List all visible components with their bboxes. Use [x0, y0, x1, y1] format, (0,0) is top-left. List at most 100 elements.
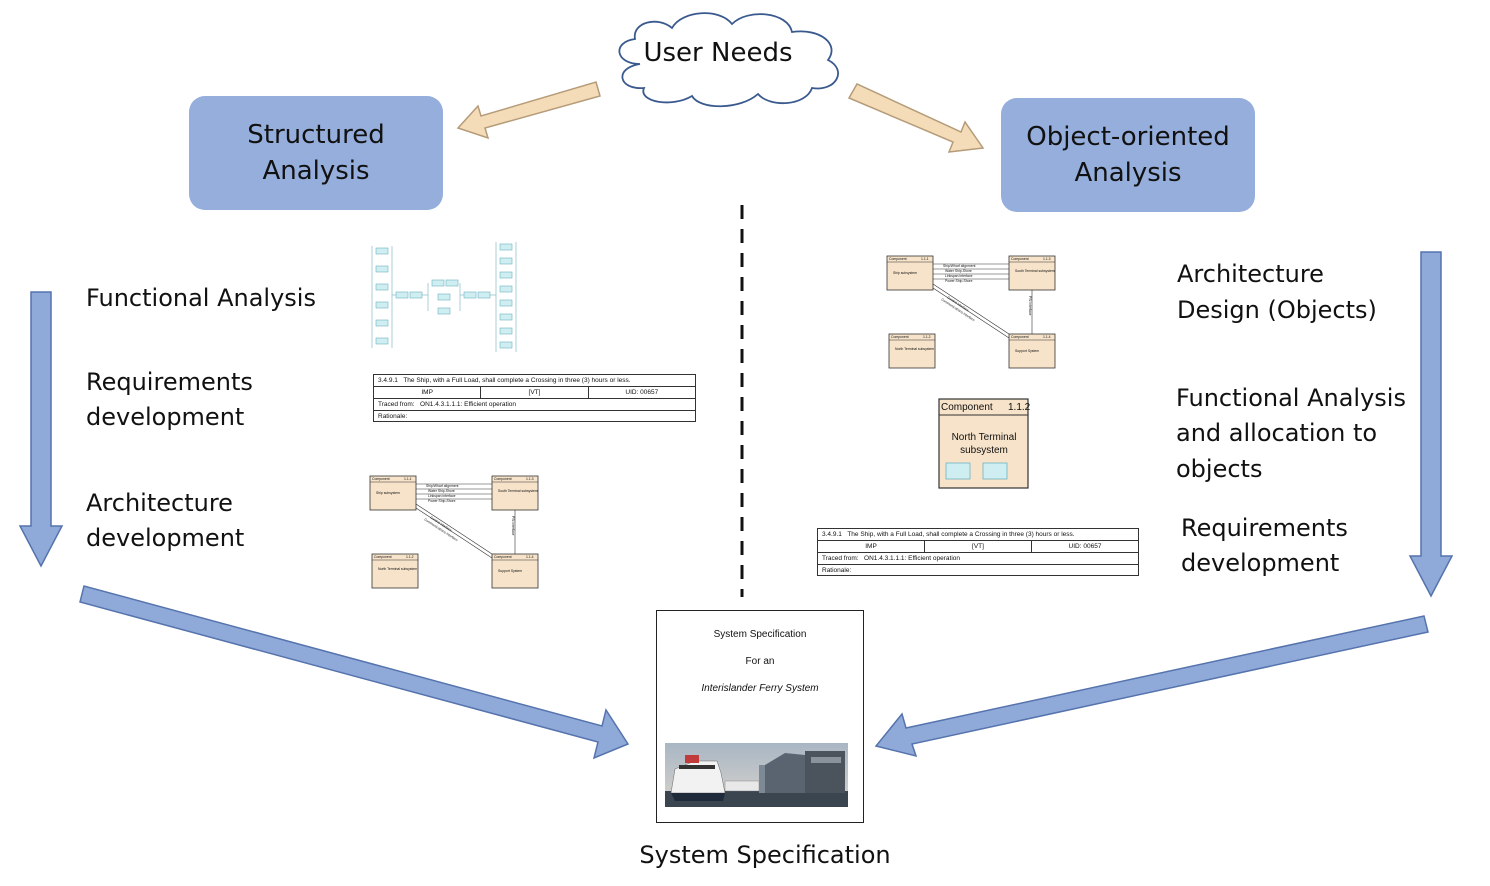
cd-r-north: North Terminal subsystem — [895, 347, 934, 351]
req-id: 3.4.9.1 — [378, 377, 398, 384]
cd-r-if-3: Linkspan interface — [945, 274, 973, 278]
req-uid: UID: 00657 — [587, 387, 695, 398]
right-functional-line3: objects — [1176, 455, 1263, 483]
req-r-verification: [VT] — [924, 541, 1031, 552]
component-card-north-terminal: Component 1.1.2 North Terminal subsystem — [938, 398, 1031, 489]
card-name-1: North Terminal — [952, 432, 1017, 443]
cd-l-if-2: Water Ship-Shore — [428, 489, 455, 493]
req-r-row-attrs: IMP [VT] UID: 00657 — [818, 541, 1138, 553]
left-down-arrow — [18, 291, 64, 568]
cd-r-id-1: 1.1.1 — [921, 257, 929, 261]
req-r-priority: IMP — [865, 543, 877, 550]
cd-l-id-1: 1.1.1 — [404, 477, 412, 481]
cd-l-support: Support System — [498, 569, 522, 573]
cd-r-if-1: Ship/Wharf alignment — [943, 264, 975, 268]
req-row-traced: Traced from: ON1.4.3.1.1.1: Efficient op… — [374, 399, 695, 411]
cd-r-ship: Ship subsystem — [893, 271, 917, 275]
right-architecture-line2: Design (Objects) — [1177, 296, 1377, 324]
right-functional-line2: and allocation to — [1176, 419, 1378, 447]
req-r-traced-label: Traced from: — [822, 555, 859, 562]
req-row-rationale: Rationale: — [374, 411, 695, 422]
cd-r-ship-word: Component — [889, 257, 907, 261]
req-r-text: The Ship, with a Full Load, shall comple… — [847, 531, 1075, 538]
object-oriented-analysis-box: Object-oriented Analysis — [1001, 98, 1255, 212]
cd-r-if-2: Water Ship-Shore — [945, 269, 972, 273]
cd-l-id-2: 1.1.3 — [526, 477, 534, 481]
req-r-traced-value: ON1.4.3.1.1.1: Efficient operation — [864, 555, 961, 562]
cd-r-south-word: Component — [1011, 257, 1029, 261]
left-functional-analysis: Functional Analysis — [86, 284, 316, 312]
user-needs-cloud — [618, 12, 839, 108]
system-specification-document: System Specification For an Interislande… — [656, 610, 864, 823]
right-diagonal-arrow — [874, 615, 1429, 758]
component-diagram-right: Component Component Component Component … — [886, 255, 1056, 369]
right-requirements-line2: development — [1181, 549, 1340, 577]
structured-analysis-box: Structured Analysis — [189, 96, 443, 210]
right-requirements-line1: Requirements — [1181, 514, 1348, 542]
doc-ferry-system: Interislander Ferry System — [701, 683, 819, 694]
doc-title: System Specification — [713, 629, 807, 640]
right-functional-line1: Functional Analysis — [1176, 384, 1406, 412]
cd-l-if-3: Linkspan interface — [428, 494, 456, 498]
req-r-rationale: Rationale: — [822, 567, 852, 574]
object-oriented-line1: Object-oriented — [1026, 122, 1230, 152]
object-oriented-line2: Analysis — [1074, 158, 1182, 188]
cd-r-id-2: 1.1.3 — [1043, 257, 1051, 261]
card-id: 1.1.2 — [1008, 402, 1031, 413]
system-specification-label: System Specification — [639, 841, 891, 869]
req-priority: IMP — [421, 389, 433, 396]
left-diagonal-arrow — [79, 585, 630, 760]
cd-r-id-3: 1.1.2 — [923, 335, 931, 339]
cd-l-diag-3: PSI interface — [511, 516, 515, 536]
requirement-table-left: 3.4.9.1 The Ship, with a Full Load, shal… — [373, 374, 696, 422]
doc-for-an: For an — [745, 656, 775, 667]
cd-r-if-4: Power Ship-Shore — [945, 279, 973, 283]
requirement-table-right: 3.4.9.1 The Ship, with a Full Load, shal… — [817, 528, 1139, 576]
req-text: The Ship, with a Full Load, shall comple… — [403, 377, 631, 384]
req-traced-value: ON1.4.3.1.1.1: Efficient operation — [420, 401, 517, 408]
req-traced-label: Traced from: — [378, 401, 415, 408]
cd-r-id-4: 1.1.4 — [1043, 335, 1051, 339]
cd-l-south: South Terminal subsystem — [498, 489, 538, 493]
functional-flow-thumbnail — [371, 242, 517, 352]
card-name-2: subsystem — [960, 445, 1008, 456]
req-r-row-text: 3.4.9.1 The Ship, with a Full Load, shal… — [818, 529, 1138, 541]
structured-analysis-line2: Analysis — [262, 156, 370, 186]
req-rationale: Rationale: — [378, 413, 408, 420]
center-dashed-divider — [740, 205, 744, 597]
req-row-text: 3.4.9.1 The Ship, with a Full Load, shal… — [374, 375, 695, 387]
cd-r-support: Support System — [1015, 349, 1039, 353]
cd-r-north-word: Component — [891, 335, 909, 339]
cd-r-support-word: Component — [1011, 335, 1029, 339]
card-title: Component — [941, 402, 993, 413]
cd-l-id-4: 1.1.4 — [526, 555, 534, 559]
left-architecture-line2: development — [86, 524, 245, 552]
cd-r-diag-3: PSI interface — [1028, 296, 1032, 316]
req-row-attrs: IMP [VT] UID: 00657 — [374, 387, 695, 399]
left-requirements-line1: Requirements — [86, 368, 253, 396]
cd-l-north: North Terminal subsystem — [378, 567, 417, 571]
right-architecture-line1: Architecture — [1177, 260, 1324, 288]
left-architecture-line1: Architecture — [86, 489, 233, 517]
cd-l-id-3: 1.1.2 — [406, 555, 414, 559]
req-r-id: 3.4.9.1 — [822, 531, 842, 538]
component-diagram-left: Component Component Component Component … — [369, 475, 539, 589]
left-requirements-line2: development — [86, 403, 245, 431]
req-r-row-traced: Traced from: ON1.4.3.1.1.1: Efficient op… — [818, 553, 1138, 565]
tan-arrow-right — [847, 83, 985, 153]
user-needs-label: User Needs — [643, 38, 793, 68]
cd-l-north-word: Component — [374, 555, 392, 559]
cd-l-if-4: Power Ship-Shore — [428, 499, 456, 503]
cd-r-south: South Terminal subsystem — [1015, 269, 1055, 273]
right-down-arrow — [1408, 251, 1454, 598]
req-r-row-rationale: Rationale: — [818, 565, 1138, 576]
cd-l-support-word: Component — [494, 555, 512, 559]
cd-l-if-1: Ship/Wharf alignment — [426, 484, 458, 488]
ferry-photo — [665, 743, 848, 807]
cd-l-south-word: Component — [494, 477, 512, 481]
req-r-uid: UID: 00657 — [1031, 541, 1138, 552]
cd-l-ship: Ship subsystem — [376, 491, 400, 495]
req-verification: [VT] — [480, 387, 587, 398]
structured-analysis-line1: Structured — [247, 120, 385, 150]
cd-l-ship-word: Component — [372, 477, 390, 481]
